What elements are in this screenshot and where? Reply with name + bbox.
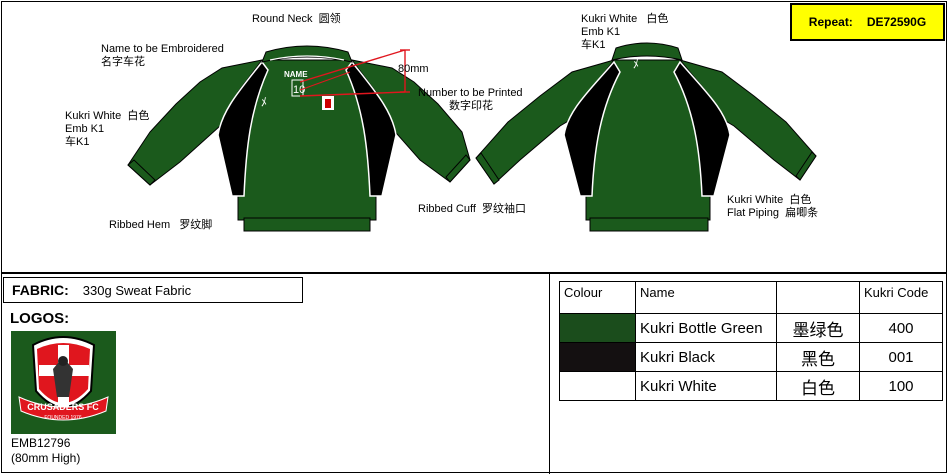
- colour-swatch: [559, 313, 636, 343]
- logo-code: EMB12796: [11, 436, 71, 450]
- crusaders-badge: CRUSADERS FC FOUNDED 1976: [11, 331, 116, 434]
- colour-table-header: Colour Name Kukri Code: [559, 281, 943, 314]
- round-neck-label: Round Neck 圆领: [252, 13, 341, 25]
- badge-sub: FOUNDED 1976: [44, 415, 81, 421]
- name-embroidered-label: Name to be Embroidered 名字车花: [101, 43, 224, 68]
- garment-illustration: ﾒ NAME 10 ﾒ: [127, 42, 817, 232]
- header-name: Name: [635, 281, 777, 314]
- fabric-value: 330g Sweat Fabric: [82, 282, 192, 298]
- colour-cn: 白色: [776, 371, 860, 401]
- column-divider: [549, 274, 550, 474]
- number-printed-label: Number to be Printed 数字印花: [418, 87, 523, 112]
- colour-swatch: [559, 342, 636, 372]
- colour-cn: 墨绿色: [776, 313, 860, 343]
- front-colour-label: Kukri White 白色 Emb K1 车K1: [65, 110, 150, 148]
- fabric-label: FABRIC:: [12, 282, 69, 298]
- colour-table: Colour Name Kukri Code Kukri Bottle Gree…: [559, 281, 943, 401]
- table-row: Kukri Black 黑色 001: [559, 342, 943, 372]
- header-cn: [776, 281, 860, 314]
- section-divider: [1, 272, 947, 274]
- jersey-name: NAME: [284, 70, 308, 79]
- back-colour-label: Kukri White 白色 Emb K1 车K1: [581, 13, 669, 51]
- repeat-label: Repeat:: [808, 15, 853, 29]
- table-row: Kukri Bottle Green 墨绿色 400: [559, 313, 943, 343]
- colour-code: 400: [859, 313, 943, 343]
- header-colour: Colour: [559, 281, 636, 314]
- logo-details: EMB12796 (80mm High): [11, 436, 80, 466]
- ribbed-cuff-label: Ribbed Cuff 罗纹袖口: [418, 203, 527, 215]
- colour-name: Kukri Bottle Green: [635, 313, 777, 343]
- repeat-code: DE72590G: [866, 15, 927, 29]
- fabric-box: FABRIC: 330g Sweat Fabric: [3, 277, 303, 303]
- badge-text: CRUSADERS FC: [27, 402, 99, 412]
- svg-text:ﾒ: ﾒ: [633, 57, 639, 71]
- logos-title: LOGOS:: [10, 310, 70, 327]
- piping-label: Kukri White 白色 Flat Piping 扁唧条: [727, 194, 819, 219]
- repeat-box: Repeat: DE72590G: [790, 3, 945, 41]
- ribbed-hem-label: Ribbed Hem 罗纹脚: [109, 219, 213, 231]
- jersey-number: 10: [293, 84, 305, 96]
- table-row: Kukri White 白色 100: [559, 371, 943, 401]
- colour-code: 001: [859, 342, 943, 372]
- colour-cn: 黑色: [776, 342, 860, 372]
- back-garment: ﾒ: [475, 42, 817, 232]
- svg-text:ﾒ: ﾒ: [261, 95, 267, 109]
- logo-size: (80mm High): [11, 451, 81, 465]
- colour-code: 100: [859, 371, 943, 401]
- header-code: Kukri Code: [859, 281, 943, 314]
- crusaders-logo-icon: CRUSADERS FC FOUNDED 1976: [18, 336, 109, 421]
- measure-label: 80mm: [398, 63, 429, 75]
- colour-swatch: [559, 371, 636, 401]
- front-garment: ﾒ: [127, 45, 471, 232]
- colour-name: Kukri Black: [635, 342, 777, 372]
- colour-name: Kukri White: [635, 371, 777, 401]
